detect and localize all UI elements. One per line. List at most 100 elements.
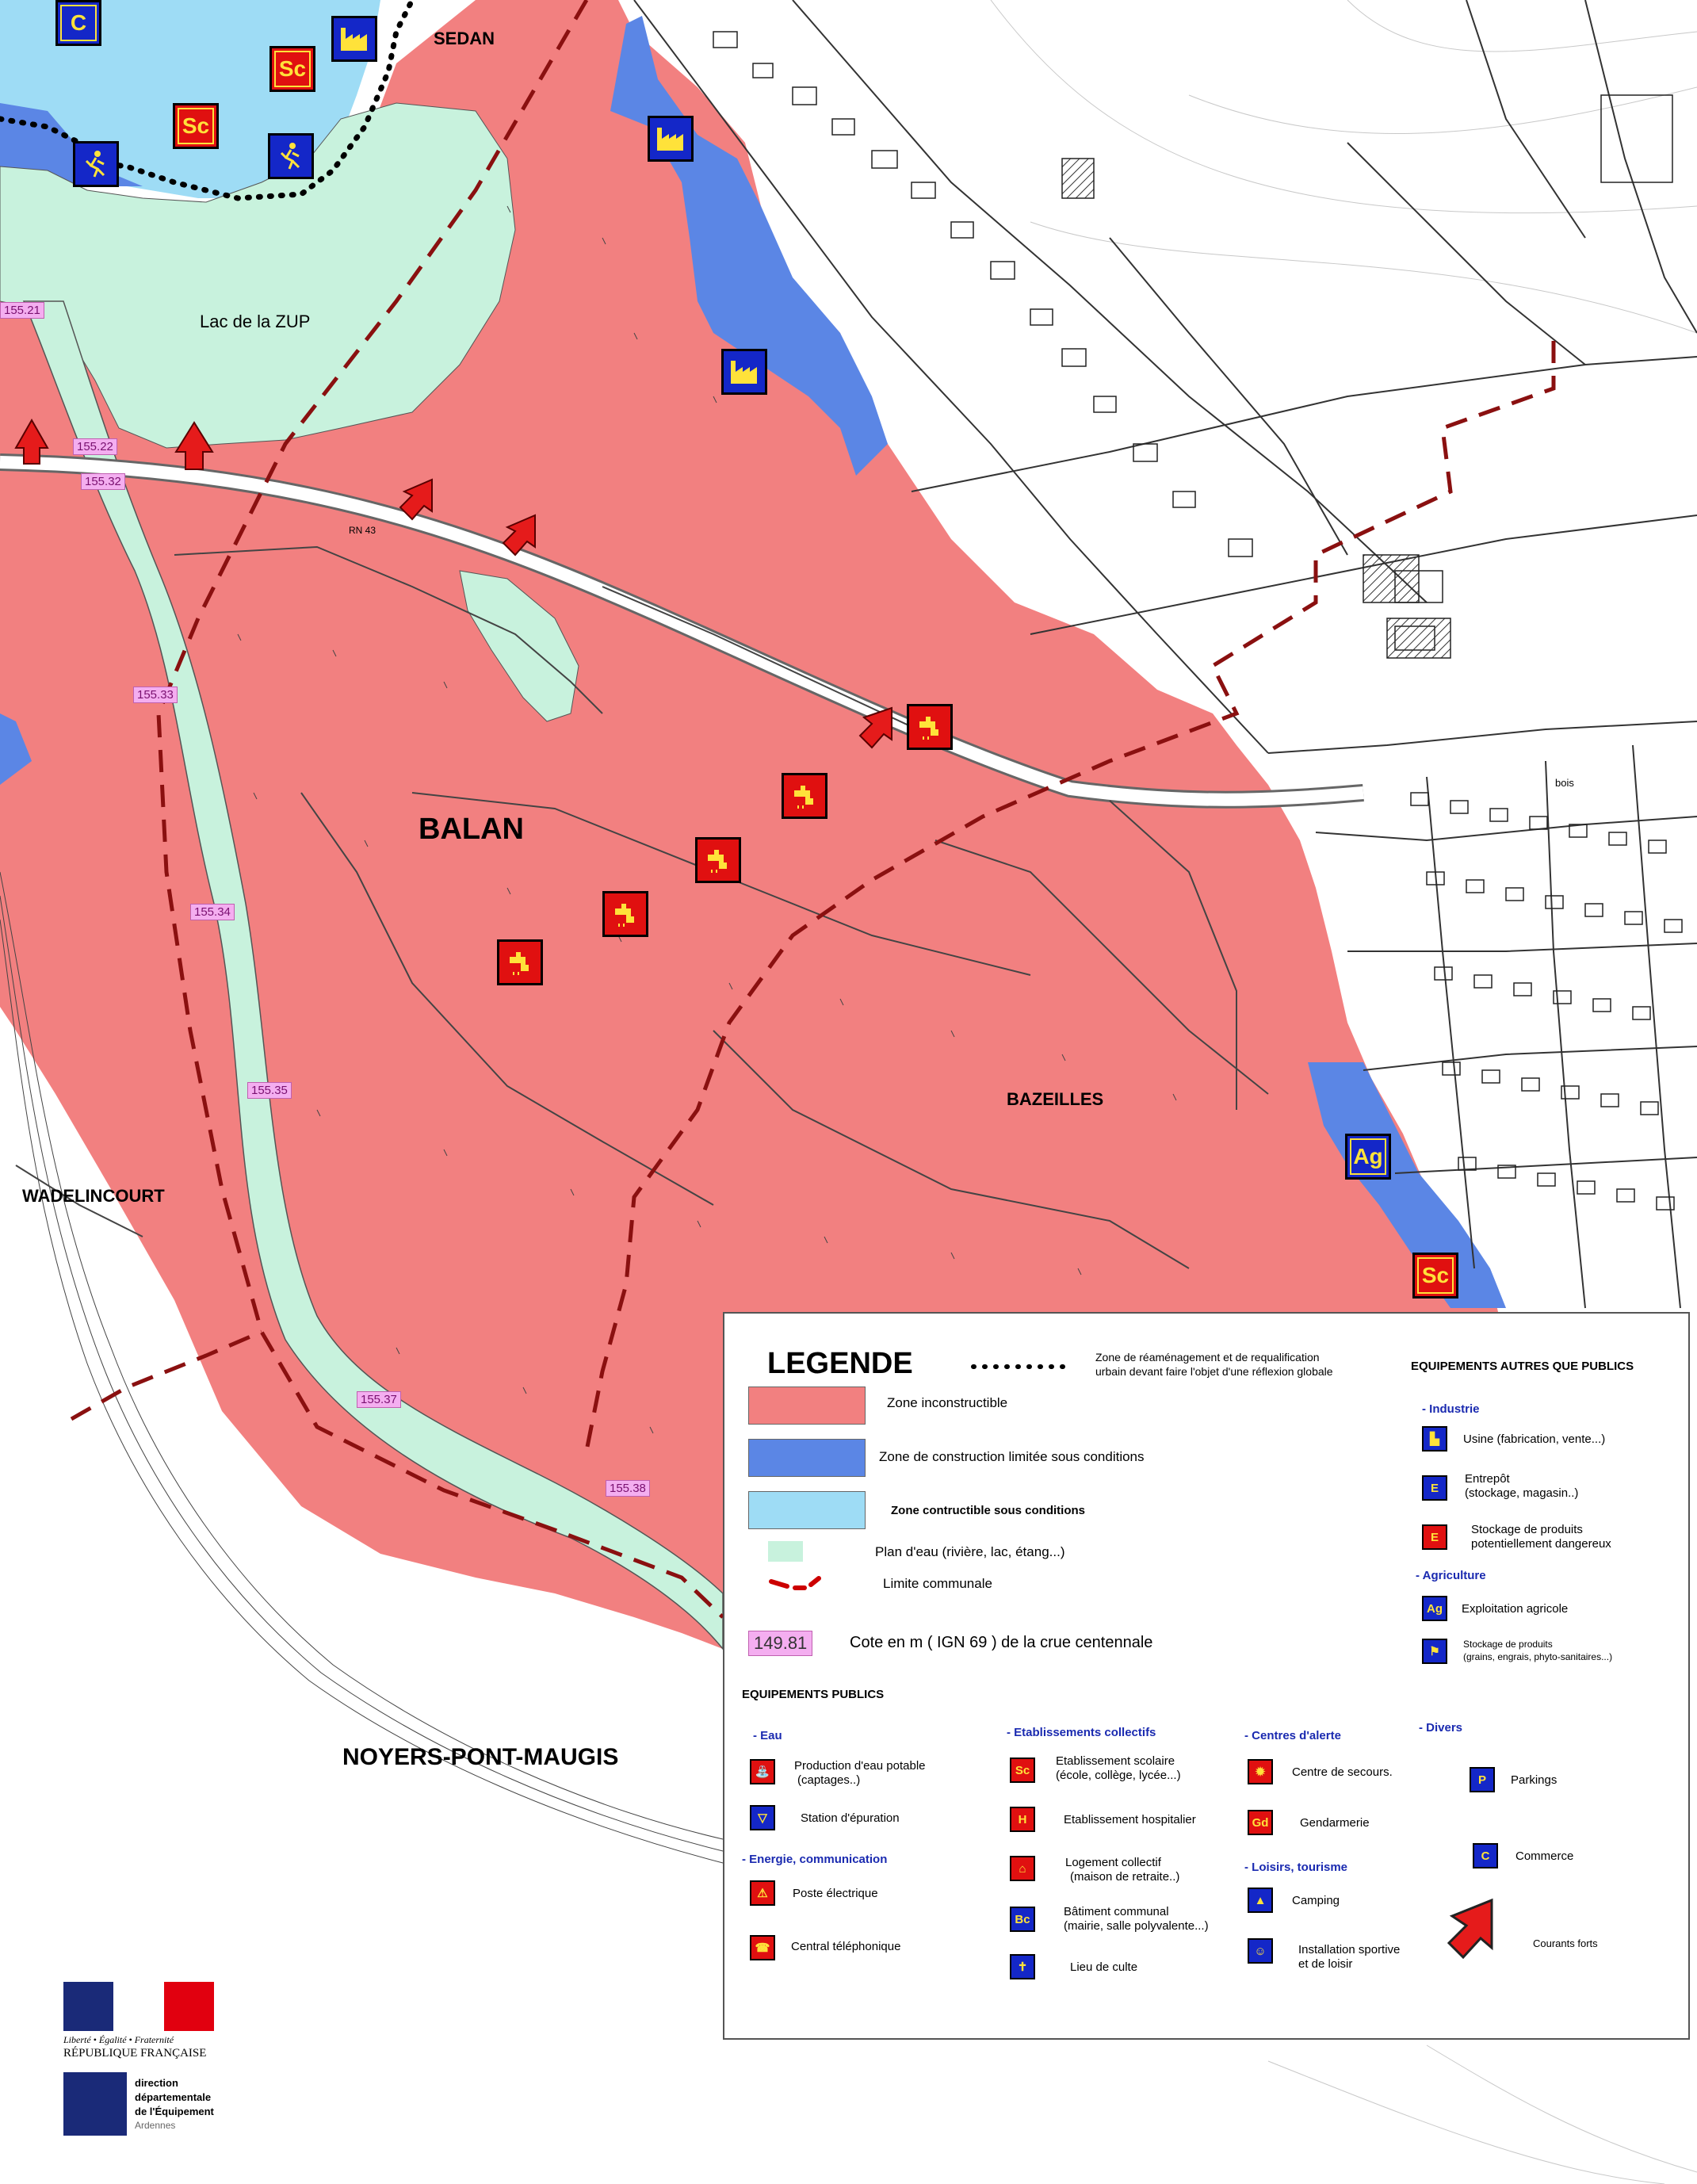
legend-section-industrie: - Industrie <box>1422 1402 1480 1416</box>
legend-currents: Courants forts <box>1533 1937 1598 1949</box>
swatch-water <box>768 1541 803 1562</box>
legend-parking-icon: P <box>1470 1767 1495 1792</box>
legend-agricultural-icon: Ag <box>1422 1596 1447 1621</box>
legend-section-alerte: - Centres d'alerte <box>1244 1729 1341 1742</box>
legend-rescue-icon: ✹ <box>1248 1759 1273 1784</box>
legend-industrie-3: (stockage, magasin..) <box>1465 1486 1579 1500</box>
legend-agriculture-1: Exploitation agricole <box>1462 1602 1569 1616</box>
legend-section-eau: - Eau <box>753 1729 782 1742</box>
pond <box>459 570 579 722</box>
school-icon: Sc <box>269 46 315 92</box>
lake-zup <box>0 102 516 449</box>
logo-motto: Liberté • Égalité • Fraternité <box>63 2034 174 2045</box>
hatched-buildings <box>1061 158 1451 659</box>
legend-grain-storage-icon: ⚑ <box>1422 1639 1447 1664</box>
legend-etab-7: (mairie, salle polyvalente...) <box>1064 1919 1209 1933</box>
flood-level: 155.35 <box>247 1082 292 1099</box>
label-noyers: NOYERS-PONT-MAUGIS <box>342 1744 619 1770</box>
legend-public-title: EQUIPEMENTS PUBLICS <box>742 1688 885 1701</box>
legend-industrie-5: potentiellement dangereux <box>1471 1537 1611 1551</box>
legend-etab-3: Etablissement hospitalier <box>1064 1813 1196 1826</box>
flood-level: 155.22 <box>73 438 117 455</box>
water-tap-icon <box>907 704 953 750</box>
swatch-blue <box>748 1439 866 1477</box>
label-sedan: SEDAN <box>434 29 495 48</box>
legend-alerte-2: Gendarmerie <box>1300 1816 1370 1830</box>
factory-icon <box>721 349 767 395</box>
flood-level: 155.33 <box>133 687 178 703</box>
legend-commerce-icon: C <box>1473 1843 1498 1868</box>
logo-dde-1: direction <box>135 2077 178 2089</box>
water-tap-icon <box>695 837 741 883</box>
legend-section-divers: - Divers <box>1419 1721 1463 1735</box>
legend-factory-icon: ▙ <box>1422 1426 1447 1452</box>
commune-limits <box>70 0 1556 1619</box>
agricultural-icon: Ag <box>1345 1134 1391 1180</box>
legend-energie-1: Poste électrique <box>793 1887 878 1900</box>
legend-worship-icon: ✝ <box>1010 1954 1035 1979</box>
label-lake: Lac de la ZUP <box>200 312 311 331</box>
legend-power-icon: ⚠ <box>750 1880 775 1906</box>
legend-section-energie: - Energie, communication <box>742 1853 888 1866</box>
commerce-icon: C <box>55 0 101 46</box>
label-wadelincourt: WADELINCOURT <box>22 1186 165 1206</box>
government-logo: Liberté • Égalité • Fraternité RÉPUBLIQU… <box>63 1982 222 2172</box>
legend-zone-red: Zone inconstructible <box>887 1395 1008 1410</box>
legend-sports-icon: ☺ <box>1248 1938 1273 1964</box>
legend-etab-6: Bâtiment communal <box>1064 1905 1169 1918</box>
legend-cote-example: 149.81 <box>748 1631 813 1656</box>
legend-energie-2: Central téléphonique <box>791 1940 901 1953</box>
logo-dde-3: de l'Équipement <box>135 2106 214 2117</box>
zone-blue-left <box>0 713 32 785</box>
legend-phone-icon: ☎ <box>750 1935 775 1960</box>
legend-housing-icon: ⌂ <box>1010 1856 1035 1881</box>
legend-etab-5: (maison de retraite..) <box>1070 1870 1180 1884</box>
flood-level: 155.21 <box>0 302 44 319</box>
dde-icon <box>63 2072 127 2136</box>
legend-warehouse-icon: E <box>1422 1475 1447 1501</box>
legend-alerte-1: Centre de secours. <box>1292 1765 1393 1779</box>
flood-level: 155.38 <box>606 1480 650 1497</box>
logo-dde-2: départementale <box>135 2091 212 2103</box>
legend-hazard-storage-icon: E <box>1422 1524 1447 1550</box>
legend-zone-water: Plan d'eau (rivière, lac, étang...) <box>875 1544 1065 1559</box>
school-icon: Sc <box>1412 1253 1458 1299</box>
legend-hospital-icon: H <box>1010 1807 1035 1832</box>
commune-limit-symbol <box>769 1576 821 1590</box>
requalification-boundary <box>0 0 415 201</box>
legend-agriculture-2: Stockage de produits <box>1463 1639 1553 1650</box>
legend-section-agriculture: - Agriculture <box>1416 1569 1486 1582</box>
legend-etab-1: Etablissement scolaire <box>1056 1754 1175 1768</box>
urban-streets <box>633 0 1697 1309</box>
legend-school-icon: Sc <box>1010 1758 1035 1783</box>
legend-divers-2: Commerce <box>1515 1849 1574 1863</box>
legend-gendarmerie-icon: Gd <box>1248 1810 1273 1835</box>
label-balan: BALAN <box>419 813 524 846</box>
water-tap-icon <box>782 773 827 819</box>
legend-loisirs-1: Camping <box>1292 1894 1340 1907</box>
river <box>22 300 724 1651</box>
legend-eau-3: Station d'épuration <box>801 1811 900 1825</box>
legend-agriculture-3: (grains, engrais, phyto-sanitaires...) <box>1463 1651 1613 1662</box>
legend-industrie-4: Stockage de produits <box>1471 1523 1583 1536</box>
logo-republic: RÉPUBLIQUE FRANÇAISE <box>63 2047 207 2060</box>
legend-zone-lightblue: Zone contructible sous conditions <box>891 1504 1086 1517</box>
sports-icon <box>268 133 314 179</box>
swatch-red <box>748 1387 866 1425</box>
legend-section-etab: - Etablissements collectifs <box>1007 1726 1156 1739</box>
legend-eau-2: (captages..) <box>797 1773 861 1787</box>
swatch-lightblue <box>748 1491 866 1529</box>
legend-industrie-1: Usine (fabrication, vente...) <box>1463 1432 1606 1446</box>
flood-level: 155.34 <box>190 904 235 920</box>
topo-ticks <box>237 205 1177 1434</box>
legend-etab-2: (école, collège, lycée...) <box>1056 1769 1181 1782</box>
legend-cote-label: Cote en m ( IGN 69 ) de la crue centenna… <box>850 1634 1153 1651</box>
zone-blue-2 <box>1308 1062 1506 1308</box>
legend-industrie-2: Entrepôt <box>1465 1472 1510 1486</box>
label-rn43: RN 43 <box>349 525 376 536</box>
water-tap-icon <box>497 939 543 985</box>
legend-loisirs-2: Installation sportive <box>1298 1943 1401 1956</box>
legend-loisirs-3: et de loisir <box>1298 1957 1353 1971</box>
legend-currents-arrow-icon <box>1447 1898 1493 1960</box>
